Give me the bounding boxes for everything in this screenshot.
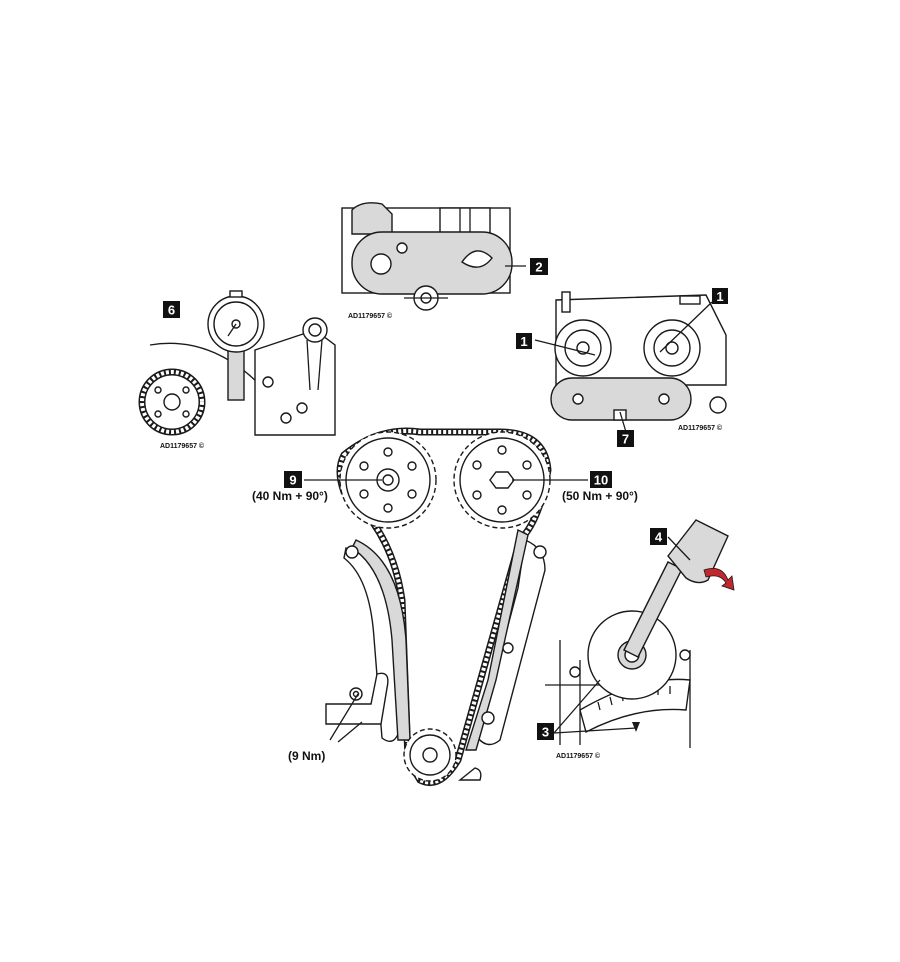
inlet-cam-sprocket [339, 431, 437, 529]
svg-text:1: 1 [716, 289, 723, 304]
left-chain-sprocket [138, 368, 206, 436]
callout-6: 6 [163, 301, 180, 318]
svg-text:4: 4 [655, 530, 663, 545]
left-panel-reference: AD1179657 © [160, 442, 205, 450]
torque-item-9: (40 Nm + 90°) [252, 489, 328, 503]
svg-text:6: 6 [168, 303, 175, 318]
rotation-arrow-icon [703, 567, 735, 591]
leader-tensioner-a [329, 693, 359, 741]
exhaust-cam-sprocket [453, 431, 551, 529]
callout-10: 10 [590, 471, 612, 488]
torque-tensioner: (9 Nm) [288, 749, 325, 763]
bottom-right-panel-angle-gauge [545, 519, 735, 748]
leader-tensioner-b [337, 721, 363, 743]
callout-3: 3 [537, 723, 554, 740]
callout-1-right: 1 [712, 288, 728, 304]
callout-7: 7 [617, 430, 634, 447]
svg-text:7: 7 [622, 432, 629, 447]
svg-text:1: 1 [520, 334, 527, 349]
right-chain-guide [465, 528, 547, 751]
callout-2: 2 [530, 258, 548, 275]
bottom-right-panel-reference: AD1179657 © [556, 752, 601, 760]
svg-text:10: 10 [594, 473, 608, 488]
timing-chain-assembly [325, 427, 552, 786]
top-panel-locking-tool [341, 202, 526, 311]
right-panel-cam-pulleys [534, 291, 727, 433]
top-panel-reference: AD1179657 © [348, 312, 393, 320]
svg-text:2: 2 [535, 260, 542, 275]
torque-item-10: (50 Nm + 90°) [562, 489, 638, 503]
crankshaft-sprocket [403, 728, 457, 782]
callout-9: 9 [284, 471, 302, 488]
right-panel-reference: AD1179657 © [678, 424, 723, 432]
left-panel-dial-gauge [138, 290, 336, 436]
callout-4: 4 [650, 528, 667, 545]
callout-1-left: 1 [516, 333, 532, 349]
svg-text:9: 9 [289, 473, 296, 488]
chain-tensioner [325, 672, 389, 725]
svg-text:3: 3 [542, 725, 549, 740]
